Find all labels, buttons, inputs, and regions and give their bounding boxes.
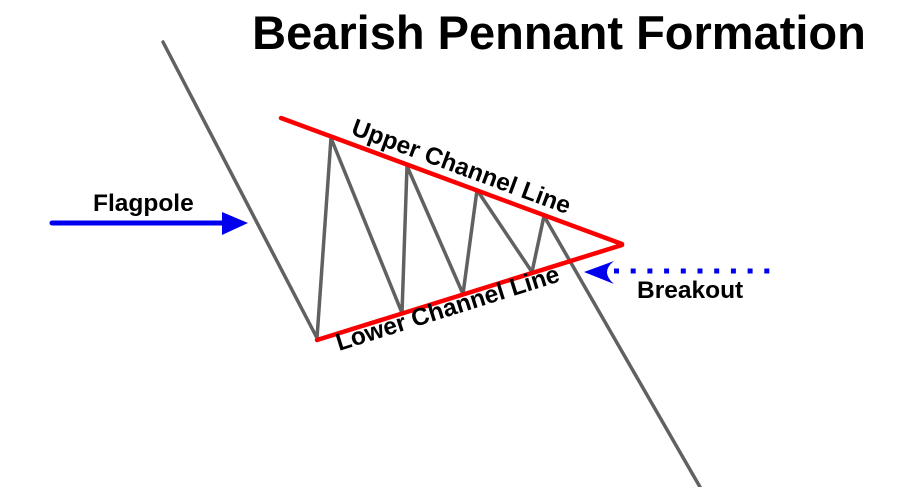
flagpole-label: Flagpole (93, 190, 194, 217)
breakout-arrow (584, 261, 770, 284)
lower-channel-label: Lower Channel Line (333, 261, 563, 357)
upper-channel-line (278, 115, 625, 247)
breakout-arrowhead-icon (584, 261, 614, 284)
flagpole-arrow (49, 212, 248, 235)
diagram-title: Bearish Pennant Formation (252, 6, 866, 59)
upper-channel-label: Upper Channel Line (348, 114, 574, 220)
lower-channel-line (314, 242, 625, 343)
price-zigzag-line (161, 40, 702, 487)
flagpole-arrowhead-icon (222, 212, 248, 235)
breakout-label: Breakout (637, 277, 743, 304)
